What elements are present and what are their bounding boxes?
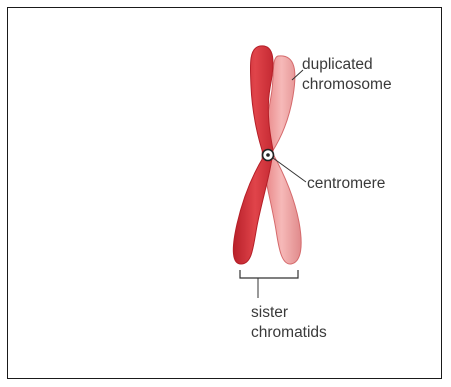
label-chromatids: chromatids bbox=[251, 323, 327, 343]
label-sister: sister bbox=[251, 303, 288, 323]
sister-chromatids-bracket bbox=[240, 270, 298, 278]
centromere-dot-center bbox=[266, 153, 270, 157]
label-duplicated: duplicated bbox=[302, 55, 373, 75]
label-chromosome: chromosome bbox=[302, 75, 392, 95]
label-centromere: centromere bbox=[307, 174, 385, 194]
